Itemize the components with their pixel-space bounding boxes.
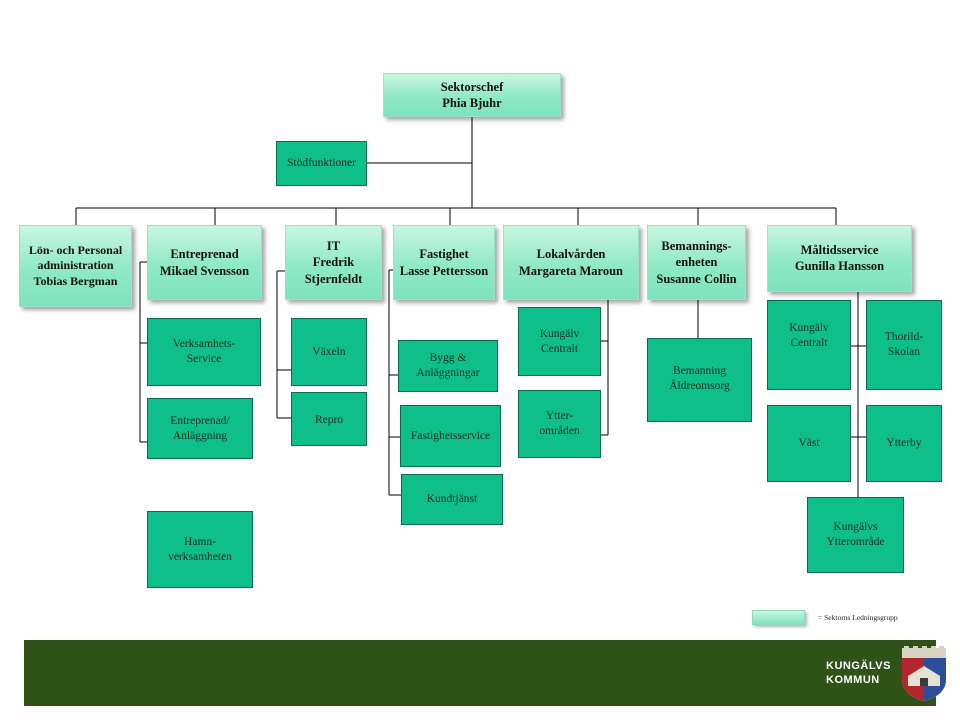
lead-line: Susanne Collin [656, 271, 737, 286]
unit-line: Kungälv [539, 327, 580, 340]
unit-line: Äldreomsorg [669, 379, 730, 392]
unit-line: Fastighetsservice [410, 429, 491, 442]
footer-bar: KUNGÄLVS KOMMUN [24, 640, 946, 706]
unit-kundtjanst[interactable]: Kundtjänst [401, 474, 503, 525]
unit-line: Kundtjänst [426, 493, 478, 506]
logo-line-2: KOMMUN [826, 673, 880, 686]
unit-ytterby[interactable]: Ytterby [866, 405, 942, 482]
unit-line: Kungälvs [833, 521, 878, 534]
unit-verksamhets-service[interactable]: Verksamhets- Service [147, 318, 261, 386]
lead-line: Måltidsservice [800, 243, 879, 257]
municipal-crest-icon [902, 646, 946, 701]
lead-line: Mikael Svensson [159, 263, 250, 278]
lead-bemanningsenheten[interactable]: Bemannings- enheten Susanne Collin [647, 225, 746, 300]
unit-line: Ytter- [545, 410, 574, 423]
lead-line: enheten [675, 255, 718, 270]
unit-line: verksamheten [168, 550, 232, 563]
unit-maltid-kungalv-centralt[interactable]: Kungälv Centralt [767, 300, 851, 390]
unit-line: Kungälv [789, 322, 829, 334]
unit-kungalvs-ytteromrade[interactable]: Kungälvs Ytterområde [807, 497, 904, 573]
unit-line: områden [539, 425, 580, 437]
unit-line: Växeln [312, 345, 346, 358]
chief-title: Sektorschef [440, 79, 504, 94]
unit-line: Ytterområde [826, 536, 885, 548]
unit-fastighetsservice[interactable]: Fastighetsservice [400, 405, 501, 467]
legend-label: = Sektorns Ledningsgrupp [818, 613, 898, 622]
unit-line: Anläggning [172, 429, 228, 442]
lead-line: Fredrik [312, 255, 355, 270]
lead-line: Lokalvården [536, 247, 606, 262]
lead-line: Tobias Bergman [33, 273, 118, 288]
unit-lokalvard-ytteromraden[interactable]: Ytter- områden [518, 390, 601, 458]
unit-line: Thorild- [884, 331, 924, 344]
logo-line-1: KUNGÄLVS [826, 660, 891, 672]
lead-line: Lön- och Personal [28, 242, 123, 257]
lead-entreprenad[interactable]: Entreprenad Mikael Svensson [147, 225, 262, 300]
unit-line: Service [186, 353, 222, 365]
unit-thorildskolan[interactable]: Thorild- Skolan [866, 300, 942, 390]
unit-entreprenad-anlaggning[interactable]: Entreprenad/ Anläggning [147, 398, 253, 459]
support-functions-box[interactable]: Stödfunktioner [276, 141, 367, 186]
unit-bemanning-aldreomsorg[interactable]: Bemanning Äldreomsorg [647, 338, 752, 422]
lead-line: Bemannings- [661, 239, 732, 254]
lead-it[interactable]: IT Fredrik Stjernfeldt [285, 225, 382, 300]
lead-line: Margareta Maroun [518, 263, 624, 278]
unit-lokalvard-kungalv-centralt[interactable]: Kungälv Centralt [518, 307, 601, 376]
chief-box[interactable]: Sektorschef Phia Bjuhr [383, 73, 561, 117]
unit-line: Bemanning [672, 365, 727, 377]
lead-line: Entreprenad [170, 247, 239, 262]
unit-line: Väst [798, 437, 820, 450]
unit-line: Hamn- [184, 535, 216, 548]
unit-line: Repro [314, 414, 344, 426]
lead-line: Gunilla Hansson [794, 259, 885, 274]
unit-line: Ytterby [886, 437, 922, 450]
unit-line: Verksamhets- [172, 338, 236, 351]
unit-line: Centralt [790, 336, 828, 349]
lead-lokalvarden[interactable]: Lokalvården Margareta Maroun [503, 225, 639, 300]
unit-line: Entreprenad/ [170, 414, 230, 427]
unit-vaxeln[interactable]: Växeln [291, 318, 367, 386]
lead-line: IT [326, 239, 341, 254]
unit-bygg-anlaggningar[interactable]: Bygg & Anläggningar [398, 340, 498, 392]
support-functions-label: Stödfunktioner [287, 157, 356, 170]
chief-name: Phia Bjuhr [442, 96, 502, 110]
unit-vast[interactable]: Väst [767, 405, 851, 482]
lead-line: administration [37, 258, 114, 273]
unit-line: Skolan [888, 346, 920, 358]
lead-line: Lasse Pettersson [399, 263, 489, 278]
unit-line: Anläggningar [416, 367, 480, 379]
lead-maltidsservice[interactable]: Måltidsservice Gunilla Hansson [767, 225, 912, 292]
legend-swatch [752, 610, 805, 625]
unit-repro[interactable]: Repro [291, 392, 367, 446]
lead-fastighet[interactable]: Fastighet Lasse Pettersson [393, 225, 495, 300]
lead-line: Fastighet [419, 247, 469, 262]
lead-line: Stjernfeldt [304, 271, 363, 286]
unit-hamnverksamheten[interactable]: Hamn- verksamheten [147, 511, 253, 588]
lead-lon-personal[interactable]: Lön- och Personal administration Tobias … [19, 225, 132, 307]
unit-line: Bygg & [429, 352, 467, 365]
unit-line: Centralt [540, 342, 579, 355]
municipality-logo-text: KUNGÄLVS KOMMUN [826, 660, 891, 688]
